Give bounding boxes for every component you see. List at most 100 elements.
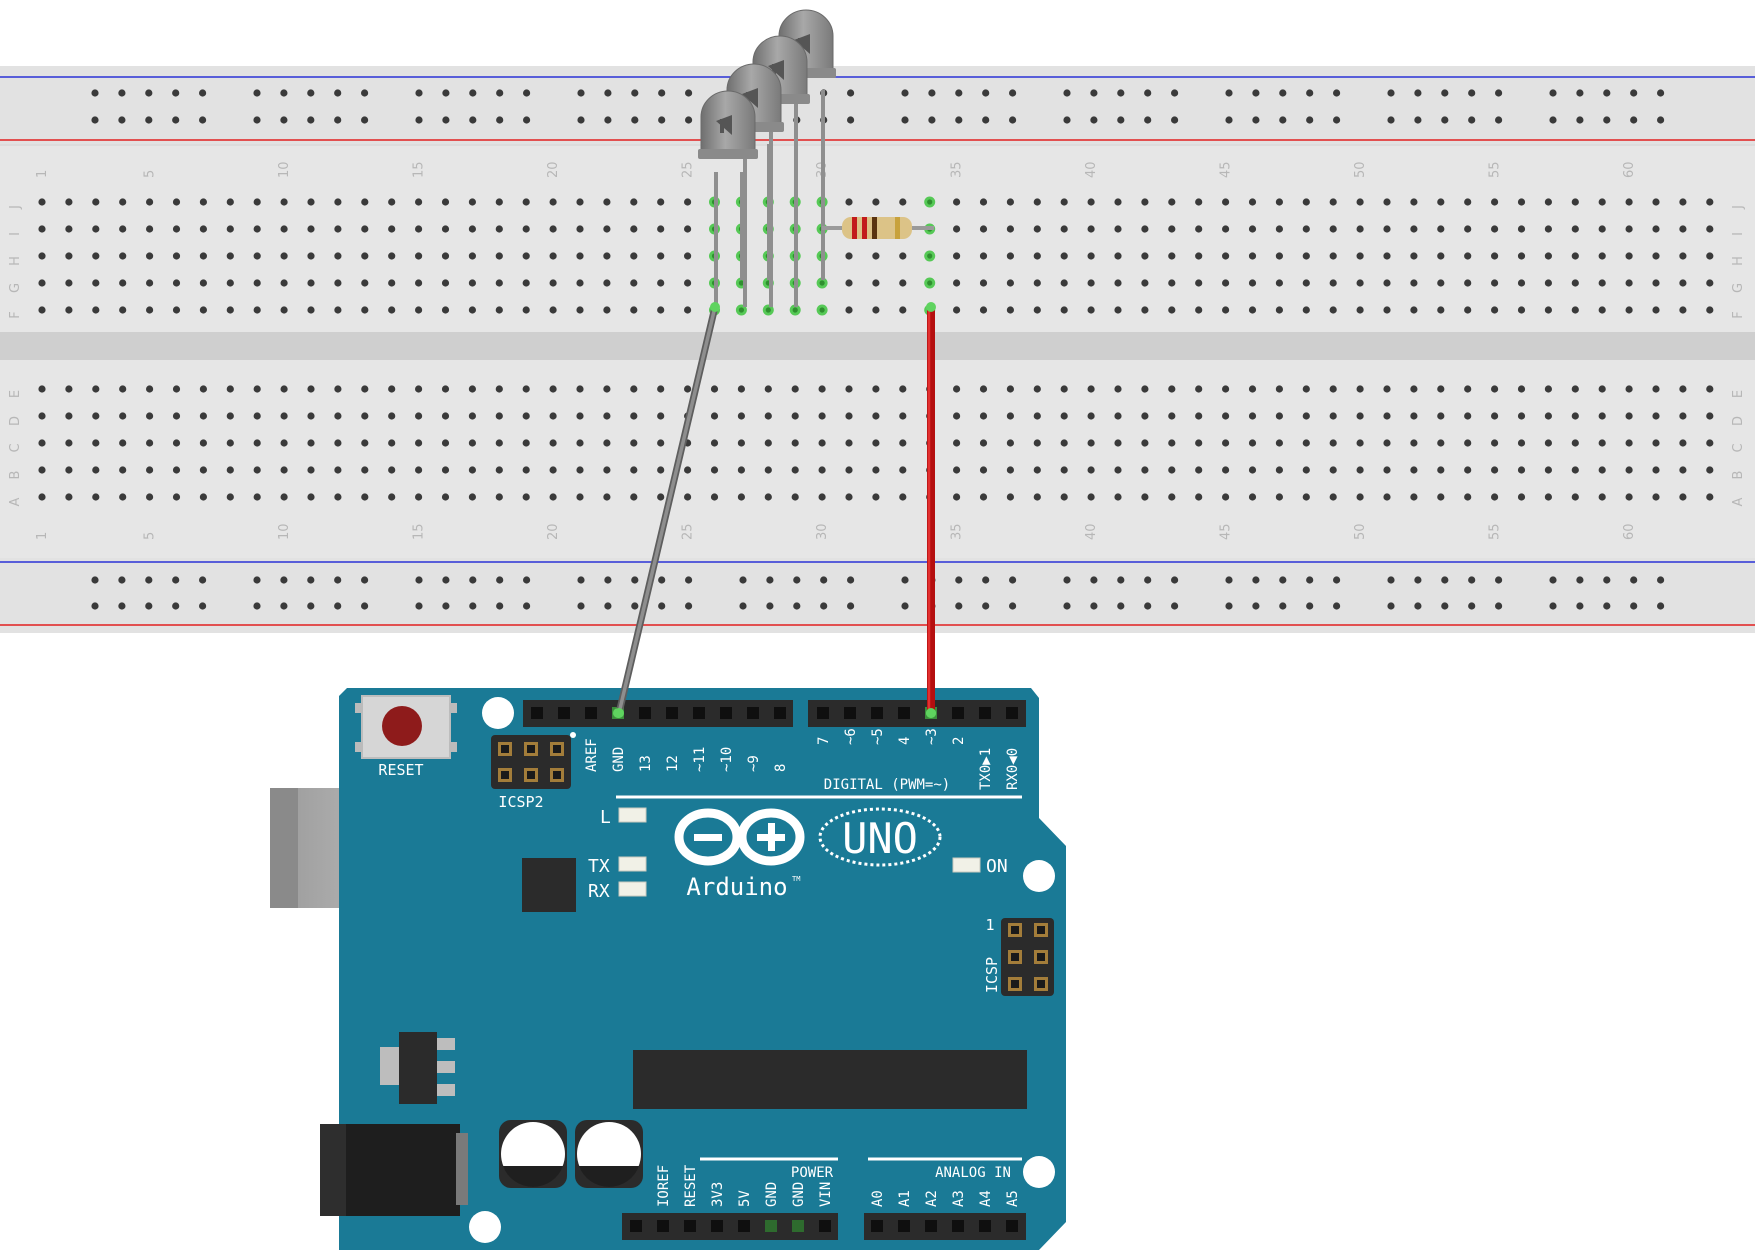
breadboard-hole — [199, 493, 207, 501]
header-hole — [630, 1220, 642, 1232]
rail-hole — [1549, 89, 1557, 97]
breadboard-hole-center — [927, 253, 933, 259]
breadboard-hole — [92, 385, 100, 393]
rail-hole — [1063, 602, 1071, 610]
column-number: 25 — [681, 523, 696, 540]
breadboard-hole — [1302, 385, 1310, 393]
breadboard-hole — [226, 439, 234, 447]
breadboard-hole — [1491, 198, 1499, 206]
bottom-power-rail — [0, 558, 1755, 633]
row-letter: I — [8, 232, 23, 236]
header-hole — [898, 1220, 910, 1232]
rail-hole — [658, 602, 666, 610]
breadboard-hole — [1679, 412, 1687, 420]
header-hole — [844, 707, 856, 719]
rail-hole — [847, 89, 855, 97]
rail-hole — [955, 116, 963, 124]
breadboard-hole — [1114, 493, 1122, 501]
rail-hole — [496, 116, 504, 124]
rail-hole — [442, 116, 450, 124]
rail-hole — [1630, 602, 1638, 610]
breadboard-hole — [953, 493, 961, 501]
rail-hole — [145, 602, 153, 610]
breadboard-hole — [361, 252, 369, 260]
breadboard-hole — [1383, 198, 1391, 206]
arduino-tm: TM — [792, 875, 800, 883]
breadboard-hole — [1329, 466, 1337, 474]
breadboard-hole — [710, 466, 719, 474]
breadboard-hole — [119, 439, 127, 447]
row-letter: A — [1731, 497, 1746, 506]
reset-button[interactable] — [382, 706, 422, 746]
breadboard-hole — [38, 252, 46, 260]
breadboard-hole — [38, 279, 46, 287]
breadboard-hole — [1652, 225, 1660, 233]
capacitor-1 — [499, 1120, 567, 1188]
breadboard-hole — [388, 439, 396, 447]
digital-pin-label: 4 — [897, 737, 913, 745]
breadboard-hole — [737, 439, 746, 447]
header-hole — [657, 1220, 669, 1232]
breadboard-hole — [1195, 385, 1203, 393]
resistor-band — [872, 217, 877, 239]
breadboard-hole — [441, 306, 450, 314]
breadboard-hole — [280, 466, 288, 474]
breadboard-hole — [684, 493, 692, 501]
capacitor-stripe — [579, 1166, 639, 1187]
breadboard-hole — [495, 385, 503, 393]
column-number: 30 — [815, 523, 830, 540]
row-letter: D — [8, 416, 23, 426]
breadboard-hole — [1464, 252, 1472, 260]
breadboard-hole — [1625, 279, 1633, 287]
breadboard-hole — [522, 225, 530, 233]
breadboard-hole — [1437, 198, 1445, 206]
breadboard-hole — [1060, 412, 1068, 420]
row-letter: H — [8, 256, 23, 266]
row-letter: J — [1731, 205, 1746, 210]
rail-hole — [1333, 576, 1341, 584]
rail-hole — [496, 89, 504, 97]
breadboard-hole — [388, 412, 396, 420]
breadboard-hole — [361, 306, 369, 314]
rail-hole — [1414, 116, 1422, 124]
breadboard-hole — [226, 466, 234, 474]
breadboard-hole — [1033, 466, 1041, 474]
rail-hole — [766, 576, 774, 584]
rail-hole — [604, 89, 612, 97]
breadboard-hole — [1195, 225, 1203, 233]
breadboard-hole — [1571, 252, 1579, 260]
column-number: 55 — [1488, 161, 1503, 178]
breadboard-hole — [1679, 279, 1687, 287]
breadboard-hole — [549, 225, 557, 233]
atmega328-chip — [633, 1050, 1027, 1109]
breadboard-hole — [845, 493, 853, 501]
led-on-label: ON — [986, 856, 1008, 877]
breadboard-hole — [388, 466, 396, 474]
breadboard-hole — [388, 279, 396, 287]
breadboard-hole — [872, 493, 880, 501]
breadboard-hole — [1168, 306, 1176, 314]
gnd-wire-highlight — [617, 305, 717, 715]
breadboard-hole — [603, 385, 611, 393]
breadboard-hole — [630, 198, 638, 206]
breadboard-hole — [603, 466, 611, 474]
breadboard-hole — [1275, 279, 1283, 287]
breadboard-hole — [361, 439, 369, 447]
rail-hole — [1090, 602, 1098, 610]
breadboard-hole — [1410, 439, 1418, 447]
breadboard-hole — [1329, 439, 1337, 447]
breadboard-hole — [953, 385, 961, 393]
rail-hole — [1090, 576, 1098, 584]
rail-hole — [685, 576, 693, 584]
breadboard-hole — [361, 279, 369, 287]
mounting-hole — [1023, 860, 1055, 892]
rail-hole — [1603, 116, 1611, 124]
digital-pin-label: ~9 — [746, 755, 762, 772]
breadboard-hole — [630, 466, 638, 474]
breadboard-hole — [1517, 385, 1526, 393]
breadboard-hole — [1437, 466, 1445, 474]
breadboard-hole — [710, 412, 719, 420]
icsp2-pin1-mark — [570, 732, 576, 738]
breadboard-hole — [549, 493, 557, 501]
